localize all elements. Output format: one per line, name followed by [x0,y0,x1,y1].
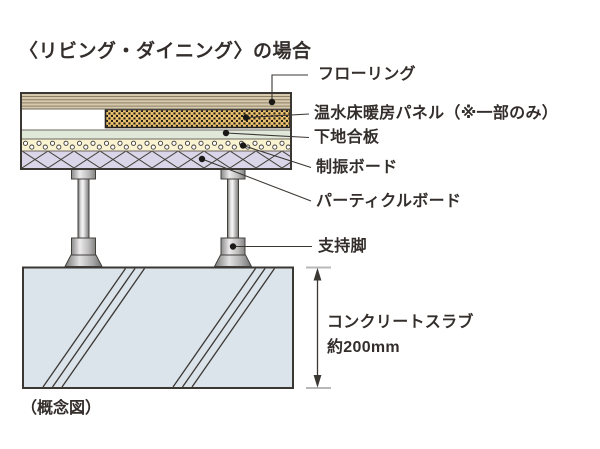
flooring-grain-lines [22,96,290,107]
floor-assembly [20,92,292,170]
leader-heating-panel [245,113,310,119]
heating-panel-shape [104,108,291,129]
label-damping-board: 制振ボード [316,158,398,176]
leader-dots [198,98,276,250]
damping-board-layer [22,139,290,151]
leader-lines [201,74,312,248]
dimension-arrow [306,266,331,389]
layer-separators [22,108,290,152]
assembly-border [20,92,292,170]
slab-hatch-lines [42,268,276,388]
label-support-leg: 支持脚 [318,237,367,255]
label-flooring: フローリング [318,65,416,83]
arrowhead-up-icon [313,267,322,281]
leader-flooring [271,74,308,102]
arrowhead-down-icon [313,375,322,388]
flooring-layer [22,94,290,109]
leader-subfloor-plywood [225,132,310,139]
leader-damping-board [242,144,312,169]
subfloor-plywood-layer [22,130,290,139]
leader-particle-board [201,158,312,202]
support-leg-right [213,168,253,267]
support-leg-left [64,168,103,267]
label-heating-panel: 温水床暖房パネル（※一部のみ） [314,104,559,122]
caption-conceptual-diagram: （概念図） [21,400,102,417]
particle-board-layer [22,151,290,168]
label-subfloor-plywood: 下地合板 [314,128,380,146]
label-concrete-slab: コンクリートスラブ [327,313,474,331]
diagram-title: 〈リビング・ダイニング〉の場合 [19,41,312,62]
label-slab-thickness: 約200mm [327,339,400,356]
concrete-slab-shape [22,266,294,389]
label-particle-board: パーティクルボード [316,192,462,210]
